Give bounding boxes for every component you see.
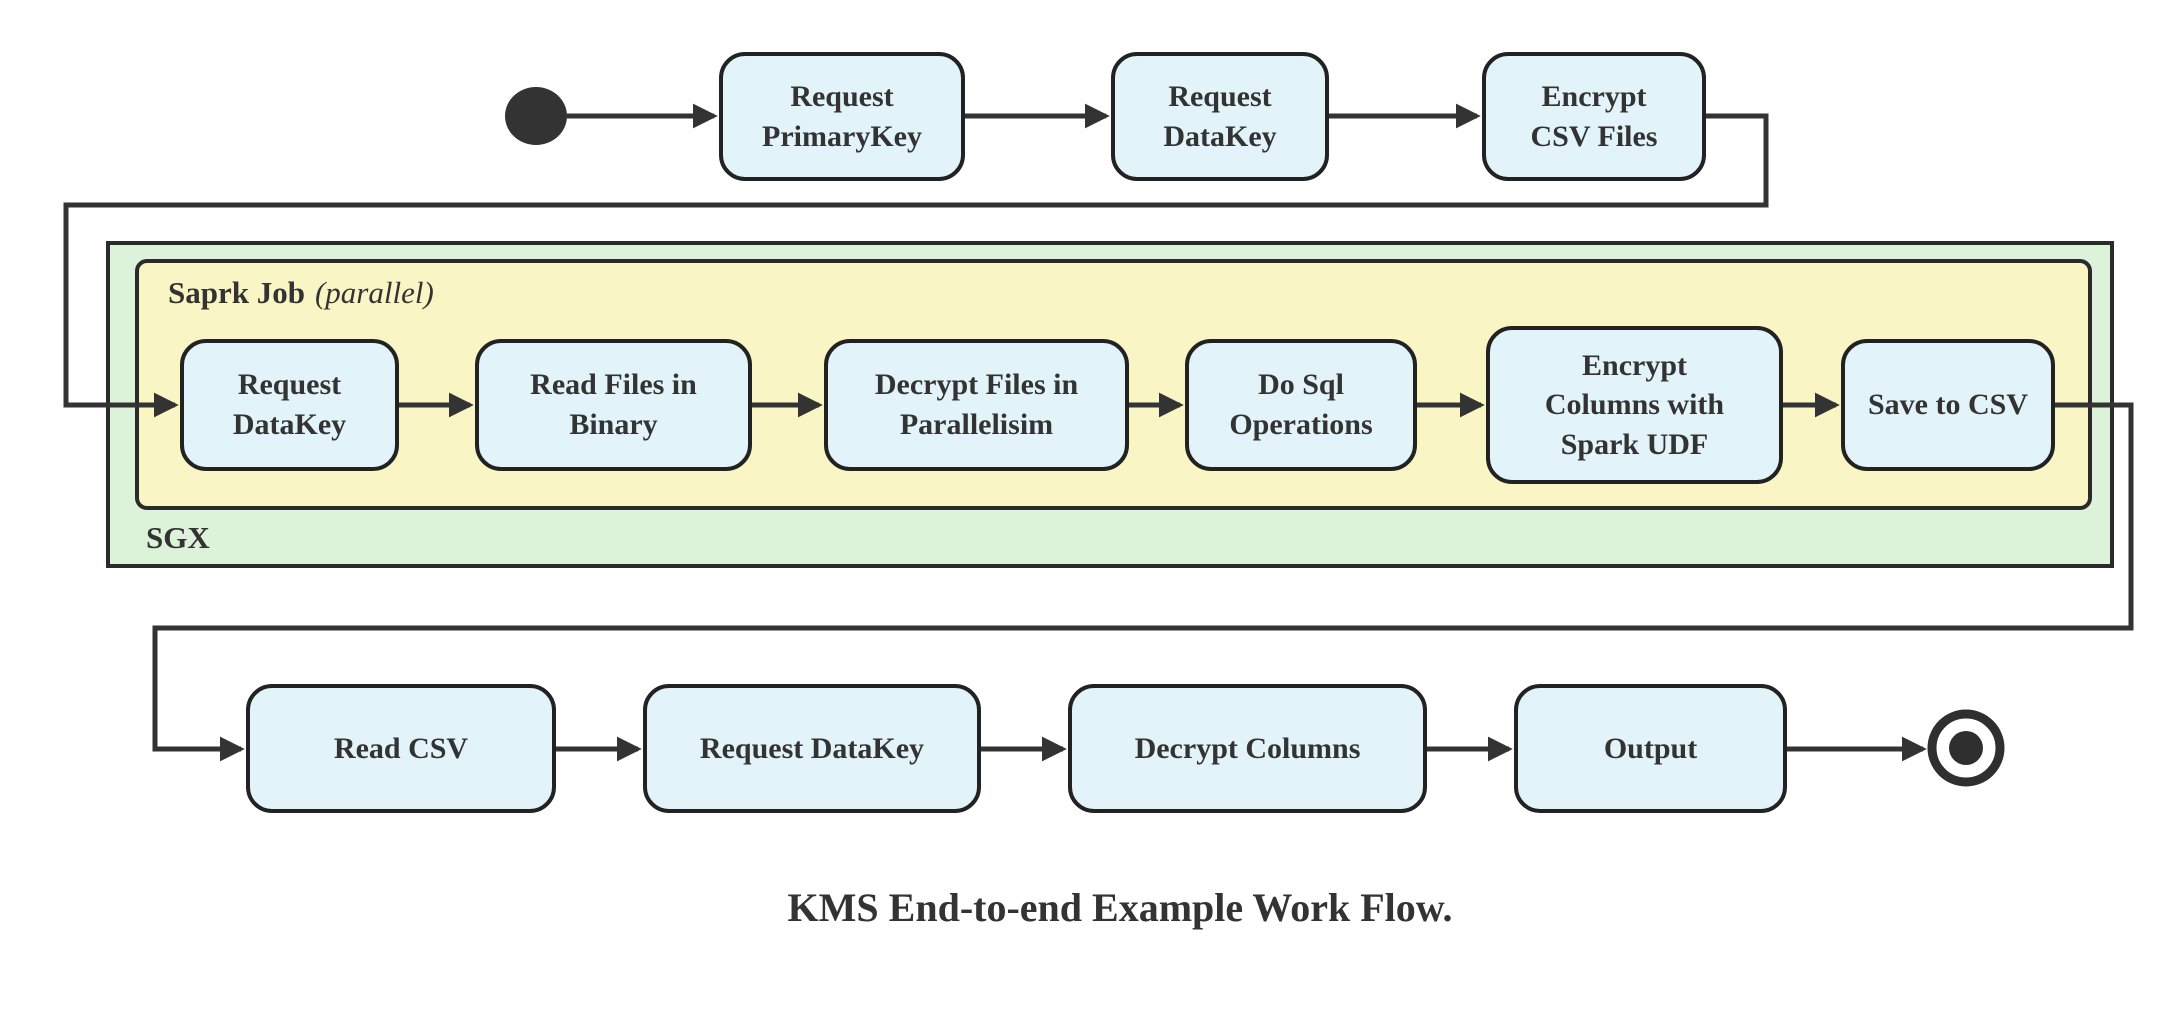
spark-job-qualifier: (parallel) — [314, 275, 434, 310]
state-label: Save to CSV — [1867, 388, 2028, 422]
state-label: Output — [1603, 731, 1698, 765]
spark-job-name: Saprk Job — [168, 275, 305, 310]
start-state-icon — [505, 87, 567, 145]
diagram-caption: KMS End-to-end Example Work Flow. — [787, 885, 1453, 930]
spark-job-container-label: Saprk Job (parallel) — [168, 275, 434, 311]
state-label: Read CSV — [333, 731, 469, 765]
state-do-sql-operations: Do Sql Operations — [1185, 339, 1417, 471]
state-read-csv: Read CSV — [246, 684, 556, 813]
edge-encrypt-csv-files-to-sgx-request-datakey — [63, 113, 1769, 418]
state-save-to-csv: Save to CSV — [1841, 339, 2055, 471]
state-encrypt-csv-files: Encrypt CSV Files — [1482, 52, 1706, 181]
state-label: Request DataKey — [1163, 79, 1277, 153]
state-request-primarykey: Request PrimaryKey — [719, 52, 965, 181]
state-decrypt-files-in-parallelisim: Decrypt Files in Parallelisim — [824, 339, 1129, 471]
state-label: Read Files in Binary — [530, 368, 697, 441]
state-decrypt-columns: Decrypt Columns — [1068, 684, 1427, 813]
sgx-container-label: SGX — [146, 520, 210, 555]
end-state-icon — [1927, 709, 2005, 787]
state-request-datakey-top: Request DataKey — [1111, 52, 1329, 181]
state-sgx-request-datakey: Request DataKey — [180, 339, 399, 471]
state-output: Output — [1514, 684, 1787, 813]
state-label: Request DataKey — [232, 368, 347, 441]
state-label: Decrypt Files in Parallelisim — [874, 368, 1079, 441]
edge-save-to-csv-to-read-csv — [152, 402, 2134, 762]
state-label: Do Sql Operations — [1229, 368, 1373, 441]
state-label: Request DataKey — [699, 731, 925, 765]
state-request-datakey-bottom: Request DataKey — [643, 684, 981, 813]
state-read-files-in-binary: Read Files in Binary — [475, 339, 752, 471]
state-label: Request PrimaryKey — [762, 79, 922, 153]
state-label: Encrypt CSV Files — [1530, 79, 1658, 153]
state-label: Encrypt Columns with Spark UDF — [1544, 348, 1725, 461]
state-label: Decrypt Columns — [1134, 731, 1361, 765]
state-encrypt-columns-with-spark-udf: Encrypt Columns with Spark UDF — [1486, 326, 1783, 484]
